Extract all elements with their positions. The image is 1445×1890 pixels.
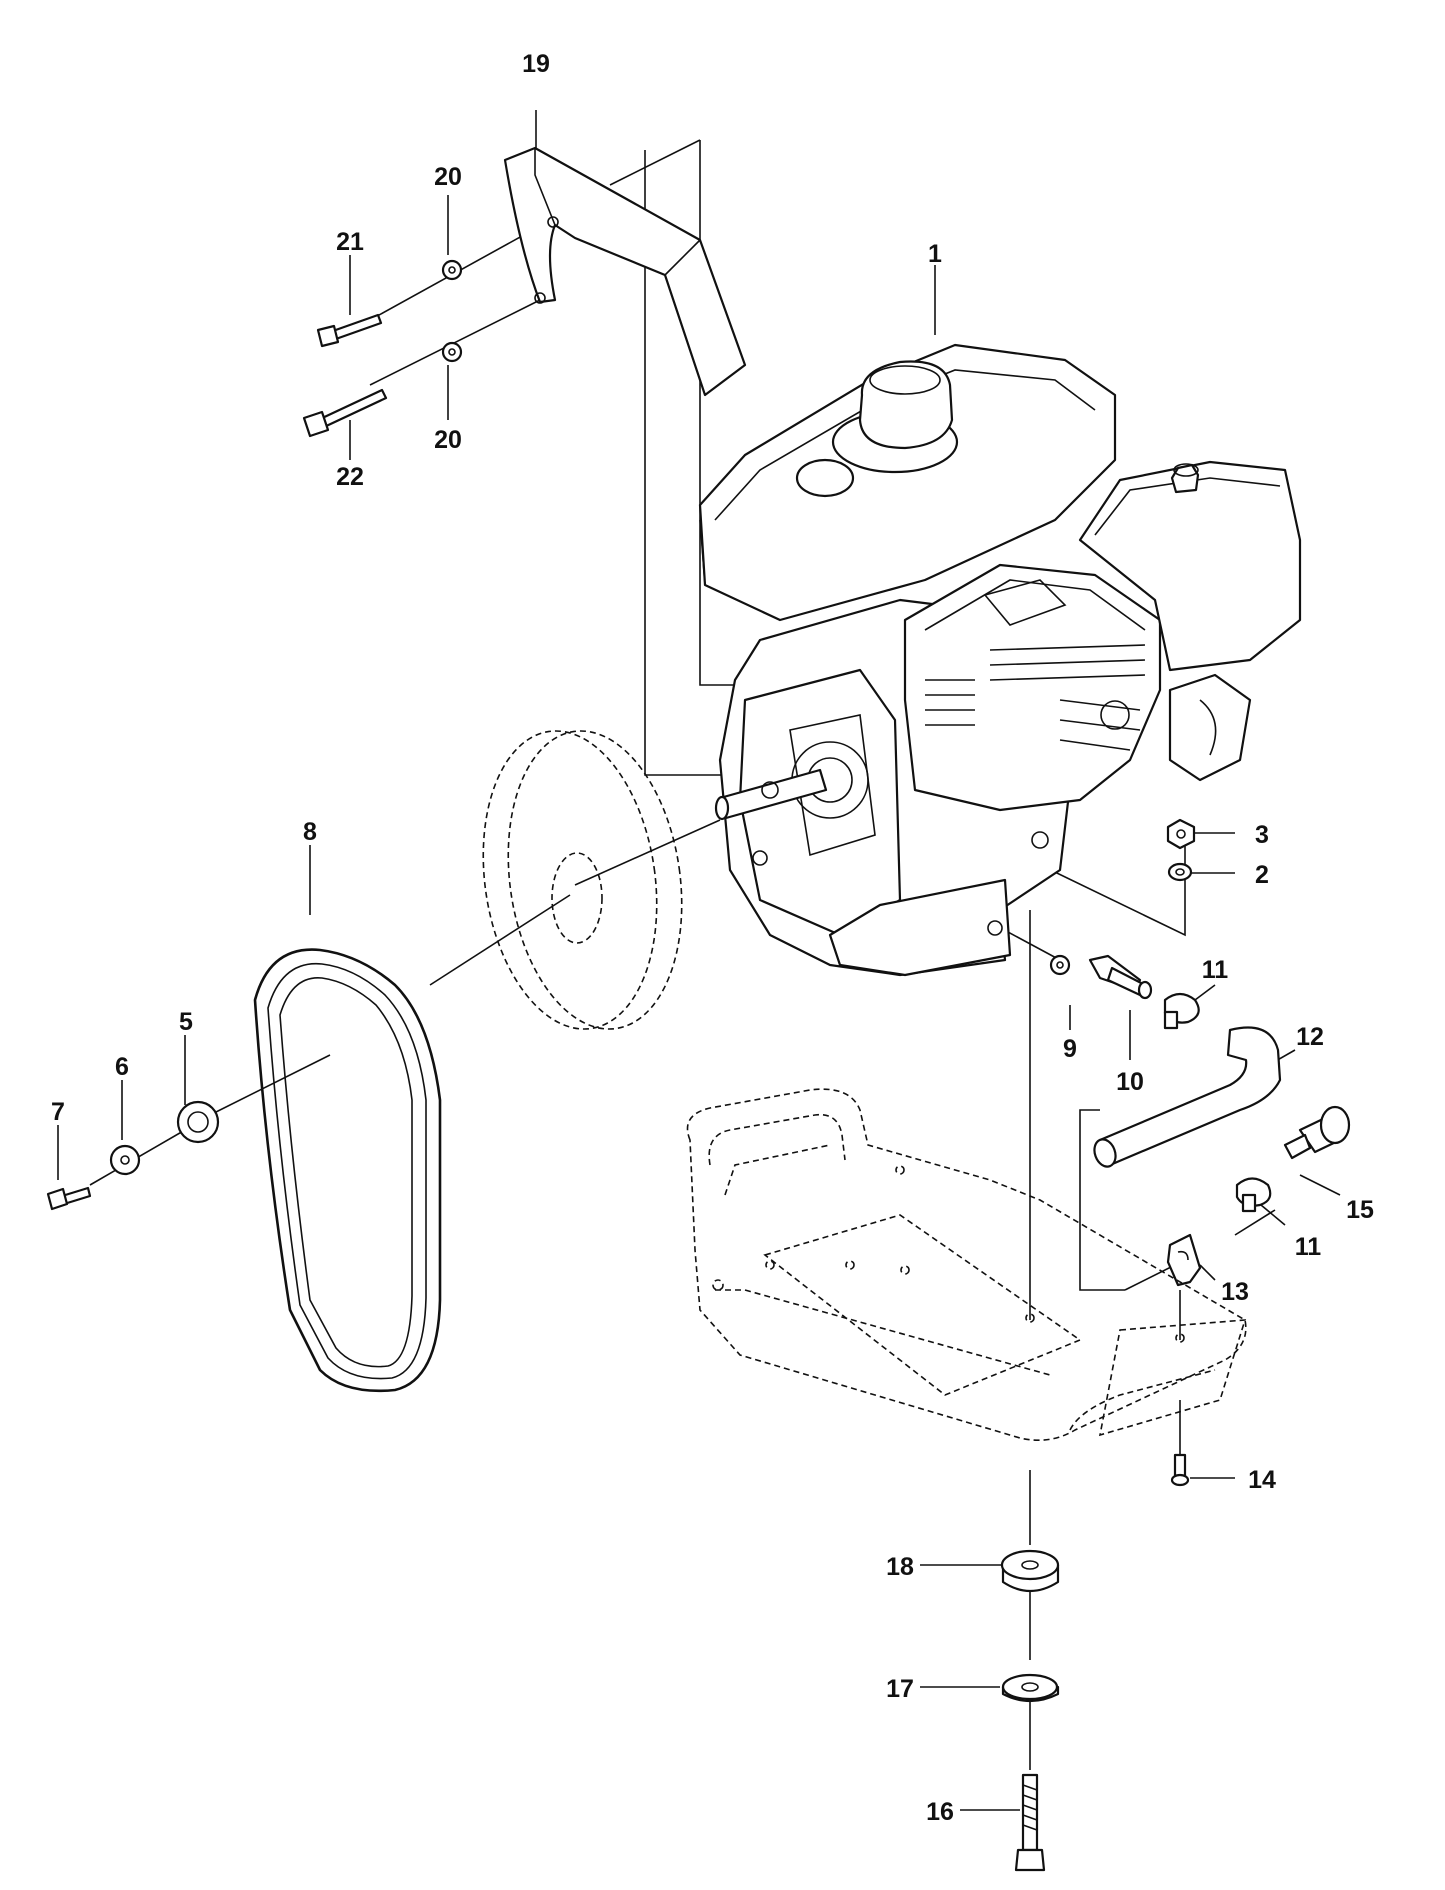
- washer-17: [1001, 1673, 1060, 1703]
- bolt-16: [1014, 1773, 1046, 1872]
- callout-19: 19: [522, 50, 550, 78]
- callout-20b: 20: [434, 426, 462, 454]
- washer-2: [1167, 862, 1193, 882]
- mount-stack: [1000, 1549, 1060, 1872]
- callout-18: 18: [886, 1553, 914, 1581]
- callout-21: 21: [336, 228, 364, 256]
- callout-11a: 11: [1202, 956, 1229, 984]
- callout-16: 16: [926, 1798, 954, 1826]
- washer-20b: [441, 341, 463, 363]
- drain-assembly: [1049, 954, 1282, 1168]
- callout-9: 9: [1063, 1035, 1077, 1063]
- cooling-fins: [925, 644, 1146, 751]
- hose-clamp-11b: [1235, 1177, 1272, 1213]
- screw-14: [1170, 1453, 1190, 1487]
- hose-end-fittings: [1166, 1105, 1351, 1287]
- washer-20a: [441, 259, 463, 281]
- callout-15: 15: [1346, 1196, 1374, 1224]
- callout-12: 12: [1296, 1023, 1324, 1051]
- plug-15: [1283, 1105, 1351, 1160]
- engine-nut-washer: [1166, 818, 1196, 882]
- callout-13: 13: [1221, 1278, 1249, 1306]
- callout-22: 22: [336, 463, 364, 491]
- callout-17: 17: [886, 1675, 914, 1703]
- callout-3: 3: [1255, 821, 1269, 849]
- callout-11b: 11: [1295, 1233, 1322, 1261]
- bolt-7: [46, 1186, 92, 1211]
- callout-7: 7: [51, 1098, 65, 1126]
- engine: [698, 343, 1302, 977]
- washer-6: [109, 1144, 141, 1176]
- hose-clamp-11a: [1163, 992, 1200, 1030]
- callout-1: 1: [928, 240, 942, 268]
- base-plate-outline: [686, 1088, 1247, 1441]
- pulley-outline: [482, 730, 683, 1030]
- callout-8: 8: [303, 818, 317, 846]
- callout-5: 5: [179, 1008, 193, 1036]
- clip-13: [1166, 1233, 1202, 1287]
- washer-5: [176, 1100, 220, 1144]
- belt-guard-bracket: [503, 146, 747, 397]
- rubber-mount-18: [1000, 1549, 1060, 1593]
- bolt-21: [316, 313, 383, 348]
- bolt-22: [302, 388, 388, 438]
- callout-20a: 20: [434, 163, 462, 191]
- washer-9: [1049, 954, 1071, 976]
- bracket-fasteners: [302, 259, 463, 438]
- nut-3: [1166, 818, 1196, 850]
- drain-fitting-10: [1088, 954, 1153, 1000]
- hose-12: [1098, 1026, 1282, 1167]
- callout-labels: 1 2 3 5 6 7 8 9 10 11 12 13 14 15 11 16 …: [51, 50, 1374, 1826]
- callout-2: 2: [1255, 861, 1269, 889]
- v-belt: [253, 948, 442, 1393]
- callout-6: 6: [115, 1053, 129, 1081]
- callout-10: 10: [1116, 1068, 1144, 1096]
- callout-14: 14: [1248, 1466, 1276, 1494]
- pulley-fasteners: [46, 1100, 220, 1211]
